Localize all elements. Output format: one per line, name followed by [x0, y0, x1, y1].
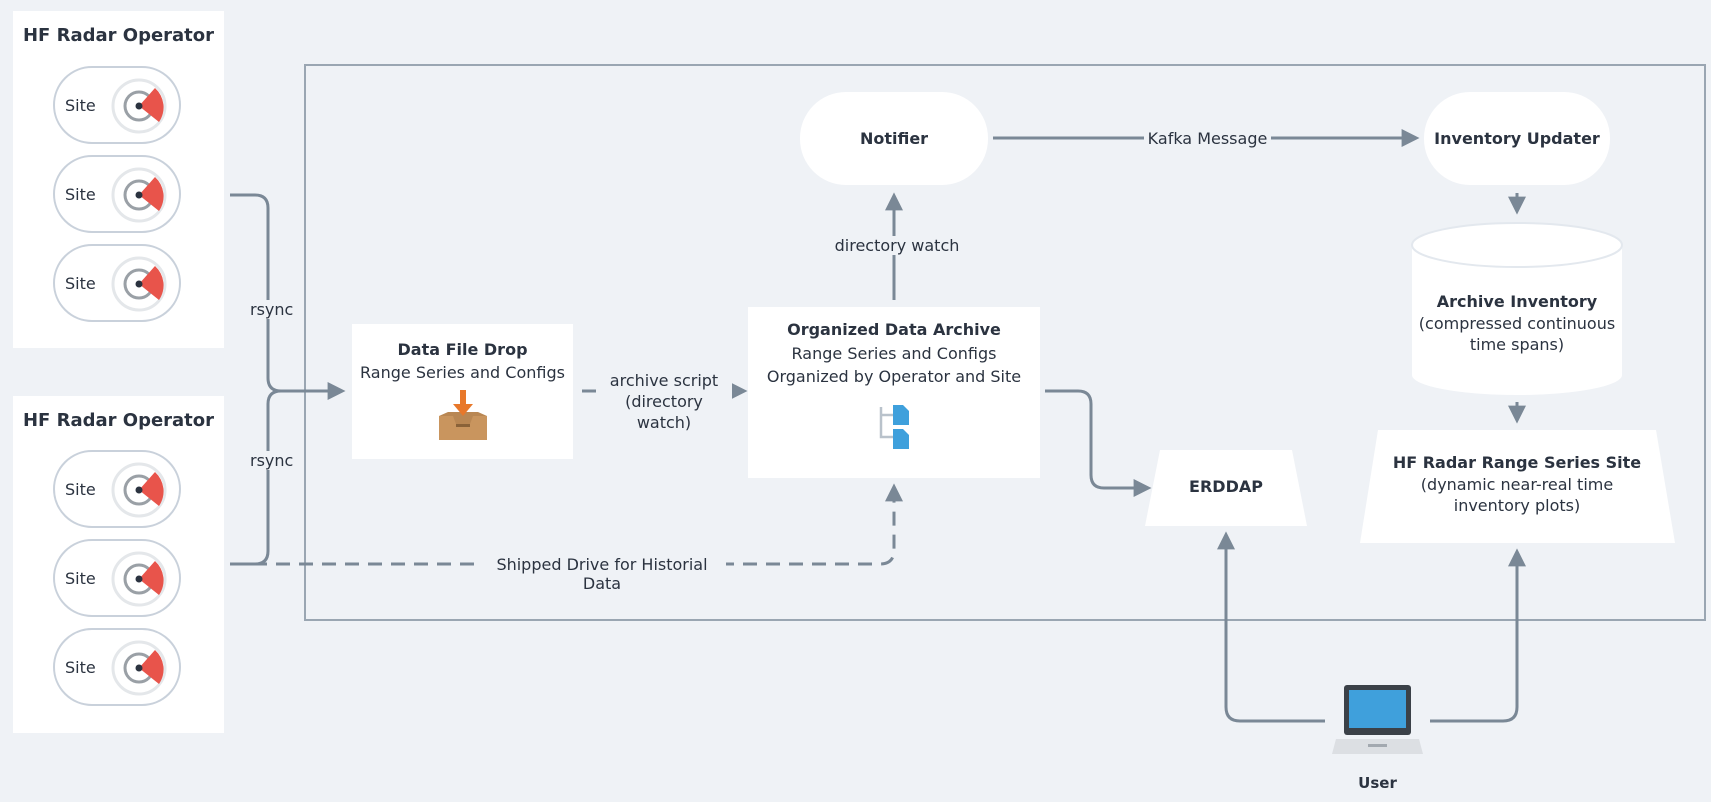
rsync-bottom-wire [230, 389, 282, 566]
operator-card-2: HF Radar Operator Site Site Site [13, 396, 224, 733]
notifier-shape [800, 92, 988, 185]
archive-inventory-node[interactable]: Archive Inventory (compressed continuous… [1412, 292, 1622, 354]
operator-card-1: HF Radar Operator Site Site Site [13, 11, 224, 348]
user-erddap-wire [1217, 531, 1325, 723]
rsync-top-wire [230, 193, 346, 400]
site-label: Site [65, 96, 96, 115]
user-label: User [1358, 774, 1397, 792]
inventory-updater-node[interactable]: Inventory Updater [1434, 129, 1600, 148]
notifier-node[interactable]: Notifier [859, 129, 929, 148]
site-label: Site [65, 480, 96, 499]
node-subtitle: Range Series and Configs [791, 344, 997, 363]
node-subtitle: (dynamic near-real time [1420, 475, 1614, 494]
radar-icon [111, 167, 167, 223]
site-node[interactable]: Site [53, 155, 181, 233]
site-label: Site [65, 274, 96, 293]
site-node[interactable]: Site [53, 628, 181, 706]
node-subtitle: time spans) [1469, 335, 1565, 354]
site-node[interactable]: Site [53, 66, 181, 144]
radar-icon [111, 640, 167, 696]
archive-inventory-cylinder [1411, 222, 1623, 395]
radar-icon [111, 462, 167, 518]
pipeline-frame [304, 64, 1706, 621]
radar-icon [111, 256, 167, 312]
inbox-download-icon [439, 390, 487, 440]
archive-script-line: (directory watch) [625, 392, 703, 432]
rsync-label: rsync [247, 451, 297, 470]
site-label: Site [65, 185, 96, 204]
site-node[interactable]: Site [53, 539, 181, 617]
shipped-drive-label: Shipped Drive for Historial Data [478, 555, 726, 593]
site-label: Site [65, 658, 96, 677]
data-file-drop-node[interactable]: Data File Drop Range Series and Configs [352, 324, 573, 459]
site-node[interactable]: Site [53, 244, 181, 322]
node-subtitle: Range Series and Configs [360, 363, 565, 382]
radar-icon [111, 551, 167, 607]
range-site-shape [1360, 430, 1675, 543]
inventory-updater-shape [1424, 92, 1610, 185]
node-subtitle: (compressed continuous [1418, 314, 1616, 333]
node-subtitle: Organized by Operator and Site [766, 367, 1022, 386]
erddap-node[interactable]: ERDDAP [1189, 477, 1263, 496]
laptop-icon [1332, 685, 1423, 754]
archive-script-label: archive script (directory watch) [596, 370, 732, 433]
kafka-message-label: Kafka Message [1144, 129, 1271, 148]
directory-watch-label: directory watch [830, 236, 964, 255]
file-tree-icon [879, 405, 909, 449]
organized-data-archive-node[interactable]: Organized Data Archive Range Series and … [748, 307, 1040, 478]
erddap-shape [1145, 450, 1307, 526]
user-site-wire [1430, 548, 1526, 723]
user-node[interactable]: User [1330, 682, 1425, 792]
node-title: Data File Drop [397, 340, 528, 359]
operator-title: HF Radar Operator [22, 410, 215, 431]
radar-icon [111, 78, 167, 134]
site-label: Site [65, 569, 96, 588]
archive-erddap-wire [1045, 389, 1152, 497]
rsync-label: rsync [247, 300, 297, 319]
site-node[interactable]: Site [53, 450, 181, 528]
shipped-drive-wire-b [720, 483, 903, 566]
node-subtitle: inventory plots) [1453, 496, 1581, 515]
operator-title: HF Radar Operator [22, 25, 215, 46]
node-title: HF Radar Range Series Site [1392, 453, 1642, 472]
node-title: Archive Inventory [1436, 292, 1598, 311]
range-series-site-node[interactable]: HF Radar Range Series Site (dynamic near… [1370, 453, 1664, 515]
node-title: Organized Data Archive [787, 320, 1001, 339]
archive-script-line: archive script [609, 371, 719, 390]
